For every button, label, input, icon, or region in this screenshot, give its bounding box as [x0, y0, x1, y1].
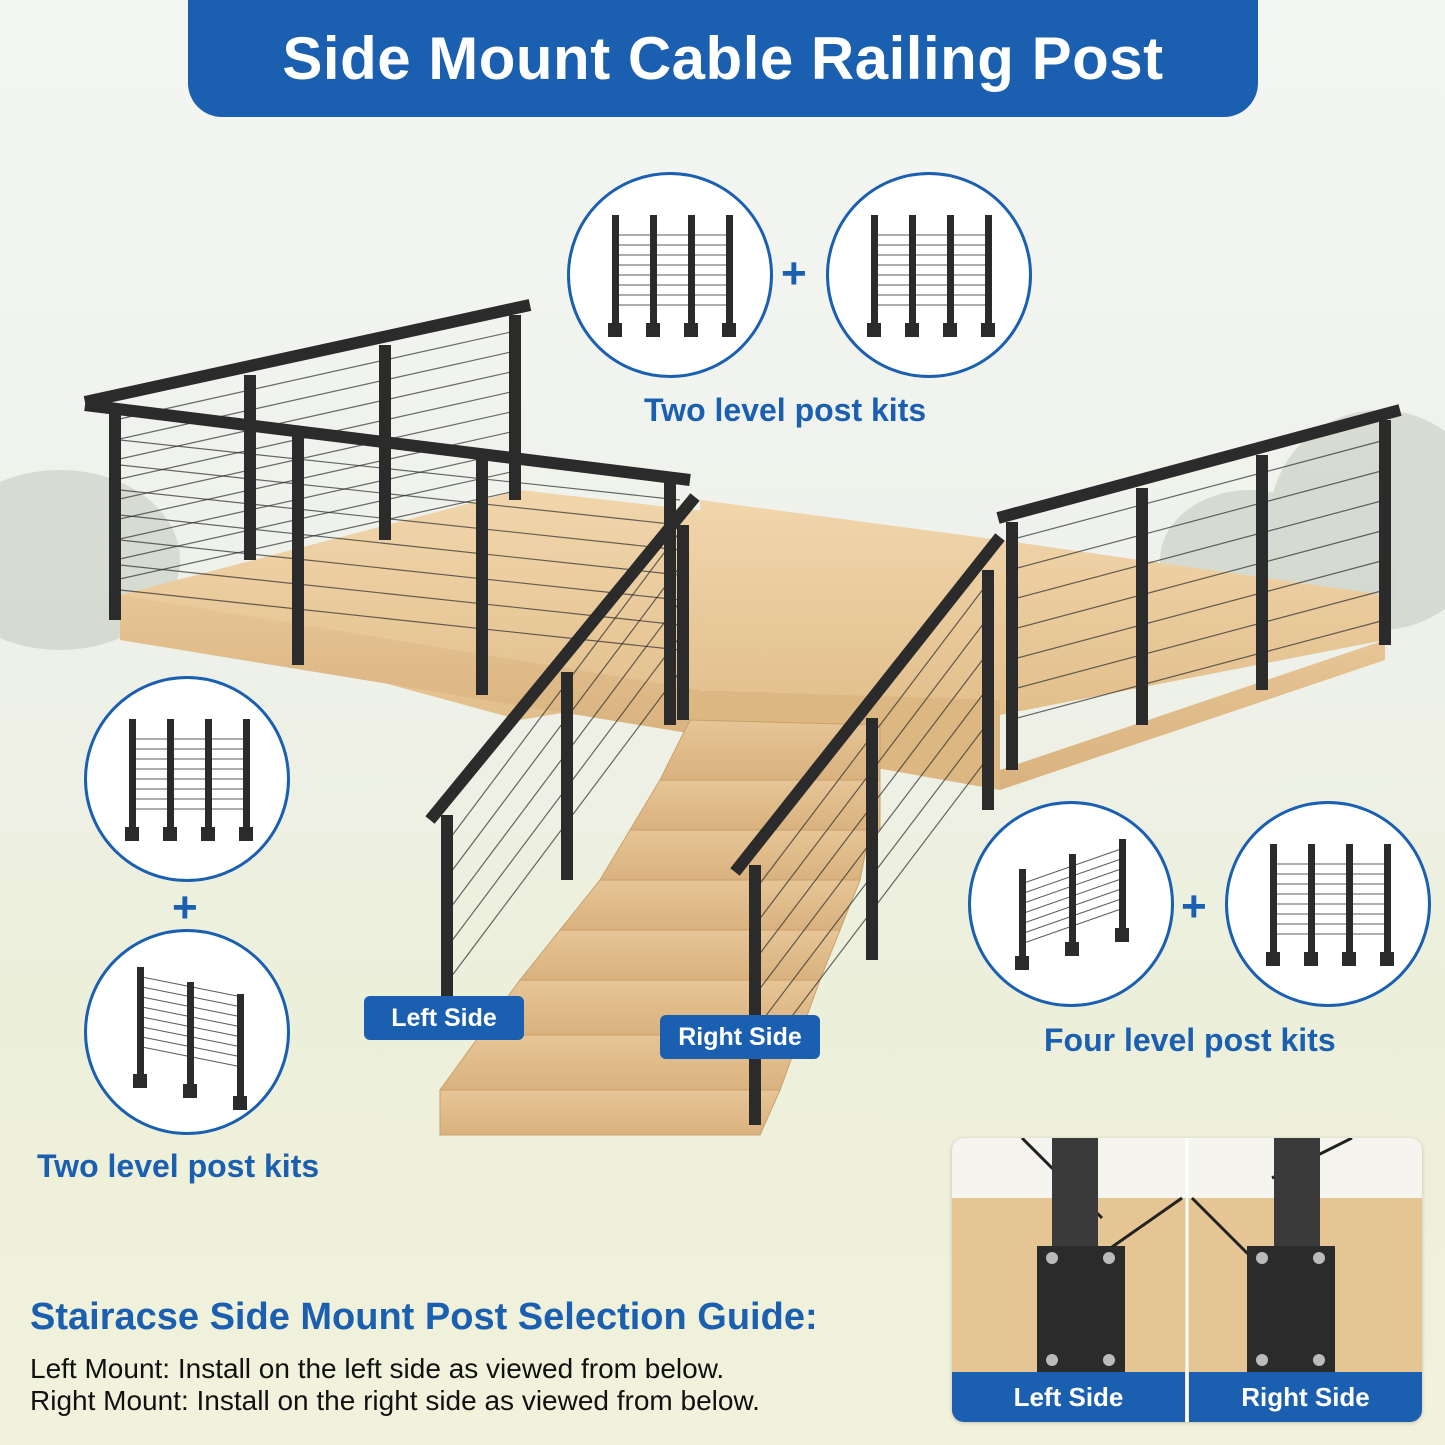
guide-left-mount: Left Mount: Install on the left side as …	[30, 1353, 725, 1384]
kit-circle-left-bottom	[84, 929, 290, 1135]
plus-icon-right: +	[1181, 882, 1207, 931]
left-side-tag: Left Side	[364, 996, 524, 1040]
title-banner: Side Mount Cable Railing Post	[188, 0, 1258, 117]
vertical-posts-icon	[867, 215, 995, 337]
stair-posts-icon	[133, 967, 247, 1110]
detail-right-label: Right Side	[1189, 1372, 1422, 1422]
detail-left-label: Left Side	[952, 1372, 1185, 1422]
vertical-posts-icon	[608, 215, 736, 337]
kit-circle-right-right	[1225, 801, 1431, 1007]
vertical-posts-icon	[1266, 844, 1394, 966]
page-title: Side Mount Cable Railing Post	[282, 25, 1164, 92]
kit-label-left: Two level post kits	[37, 1148, 320, 1184]
guide-title: Stairacse Side Mount Post Selection Guid…	[30, 1296, 818, 1338]
vertical-posts-icon	[125, 719, 253, 841]
guide-right-mount: Right Mount: Install on the right side a…	[30, 1385, 760, 1416]
kit-circle-left-top	[84, 676, 290, 882]
stair-posts-icon	[1015, 839, 1129, 970]
kit-circle-top-right	[826, 172, 1032, 378]
right-side-tag: Right Side	[660, 1015, 820, 1059]
kit-label-top: Two level post kits	[644, 392, 927, 428]
mount-detail-panel: Left Side Right Side	[952, 1138, 1422, 1422]
plus-icon-left: +	[172, 883, 198, 932]
kit-circle-top-left	[567, 172, 773, 378]
kit-label-right: Four level post kits	[1044, 1022, 1336, 1058]
plus-icon-top: +	[781, 249, 807, 298]
mount-bracket-illustration	[952, 1138, 1422, 1422]
kit-circle-right-left	[968, 801, 1174, 1007]
